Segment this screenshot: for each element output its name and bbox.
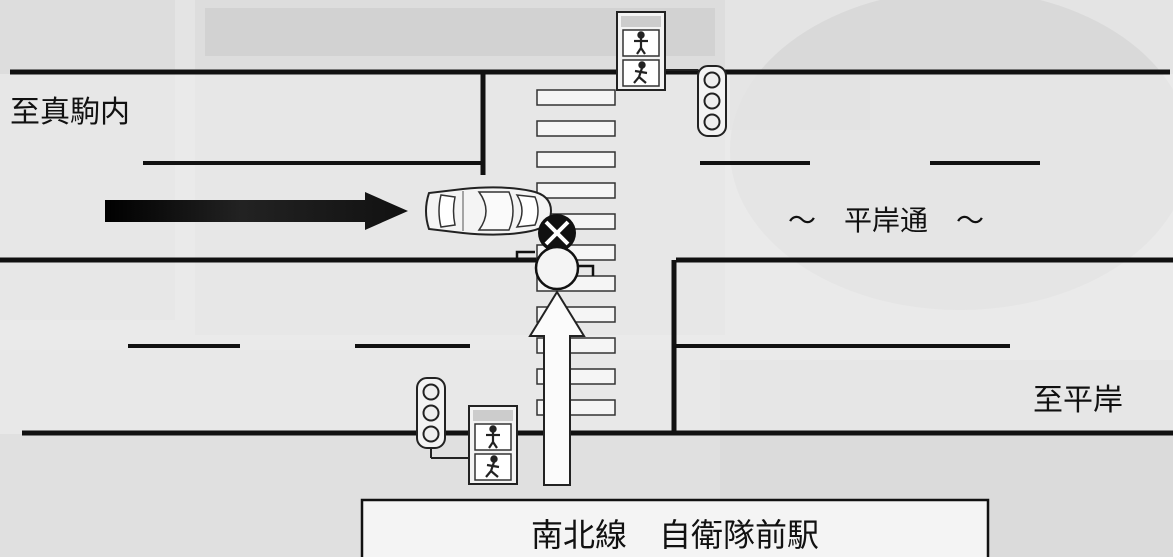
right-arrow-icon bbox=[105, 192, 408, 230]
direction-label-hiragishi: 至平岸 bbox=[1033, 383, 1123, 418]
collision-point bbox=[538, 214, 576, 252]
walk-stop-signal-icon bbox=[468, 405, 518, 485]
pedestrian-direction-arrow bbox=[528, 290, 586, 486]
station-name-label: 南北線 自衛隊前駅 bbox=[531, 516, 819, 554]
pedestrian bbox=[515, 245, 595, 291]
up-arrow-icon bbox=[528, 290, 586, 486]
traffic-light-north bbox=[666, 65, 727, 137]
traffic-light-icon bbox=[416, 377, 471, 459]
crosswalk-stripe bbox=[536, 89, 616, 106]
street-name-label: ～ 平岸通 ～ bbox=[788, 204, 984, 237]
road-edges bbox=[0, 69, 1173, 436]
car-top-view-icon bbox=[425, 186, 553, 236]
direction-label-makomanai: 至真駒内 bbox=[10, 95, 130, 130]
traffic-light-icon bbox=[666, 65, 727, 137]
lane-markings bbox=[128, 161, 1040, 348]
crossed-circle-icon bbox=[538, 214, 576, 252]
pedestrian-signal-north bbox=[616, 11, 666, 91]
vehicle-direction-arrow bbox=[105, 192, 408, 230]
traffic-light-south bbox=[416, 377, 471, 459]
crosswalk-stripe bbox=[536, 151, 616, 168]
walk-stop-signal-icon bbox=[616, 11, 666, 91]
crosswalk-stripe bbox=[536, 120, 616, 137]
pedestrian-signal-south bbox=[468, 405, 518, 485]
crosswalk-stripe bbox=[536, 182, 616, 199]
car bbox=[425, 186, 553, 236]
station-box bbox=[360, 498, 990, 557]
